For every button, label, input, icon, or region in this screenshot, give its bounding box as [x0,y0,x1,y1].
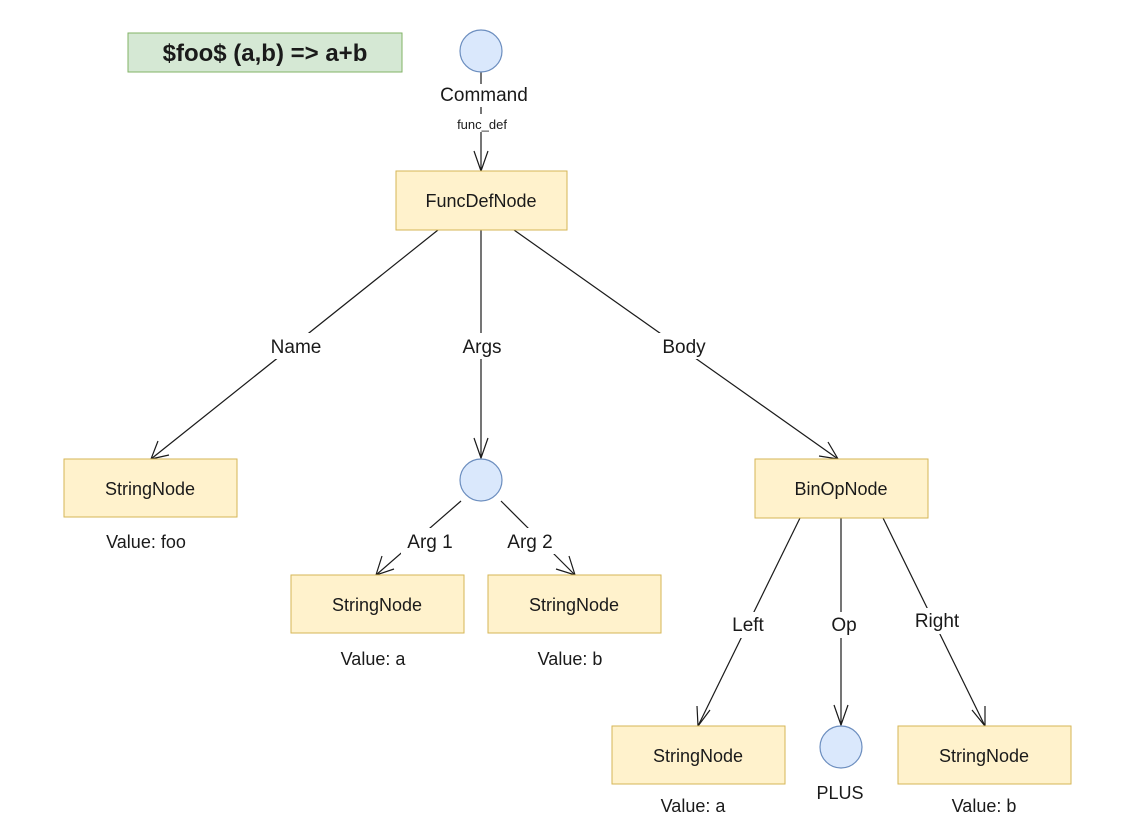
edge-label-arg1: Arg 1 [407,532,452,553]
left-string-label: StringNode [653,746,743,766]
edge-label-name: Name [271,337,322,358]
edge-label-op: Op [831,615,856,636]
arg2-string-label: StringNode [529,595,619,615]
binop-label: BinOpNode [794,479,887,499]
arg1-string-node: StringNode [290,574,465,634]
funcdef-node: FuncDefNode [395,170,568,231]
args-circle [459,458,503,502]
arg2-string-caption: Value: b [538,649,603,669]
binop-node: BinOpNode [754,458,929,519]
edge-label-args: Args [462,337,501,358]
diagram-title: $foo$ (a,b) => a+b [127,32,403,73]
arg1-string-label: StringNode [332,595,422,615]
edge-label-left: Left [732,615,764,636]
title-box [127,32,403,73]
arg1-string-caption: Value: a [341,649,407,669]
command-circle [459,29,503,73]
funcdef-label: FuncDefNode [425,191,536,211]
name-string-label: StringNode [105,479,195,499]
name-string-caption: Value: foo [106,532,186,552]
left-string-caption: Value: a [661,796,727,816]
op-circle [819,725,863,769]
right-string-label: StringNode [939,746,1029,766]
edge-label-right: Right [915,611,960,632]
left-string-node: StringNode [611,725,786,785]
name-string-node: StringNode [63,458,238,518]
command-label: Command [440,85,528,106]
edge-label-arg2: Arg 2 [507,532,552,553]
op-circle-label: PLUS [816,783,863,803]
func-def-label: func_def [457,117,507,132]
arg2-string-node: StringNode [487,574,662,634]
right-string-caption: Value: b [952,796,1017,816]
right-string-node: StringNode [897,725,1072,785]
title-text: $foo$ (a,b) => a+b [163,40,368,67]
edge-label-body: Body [662,337,706,358]
